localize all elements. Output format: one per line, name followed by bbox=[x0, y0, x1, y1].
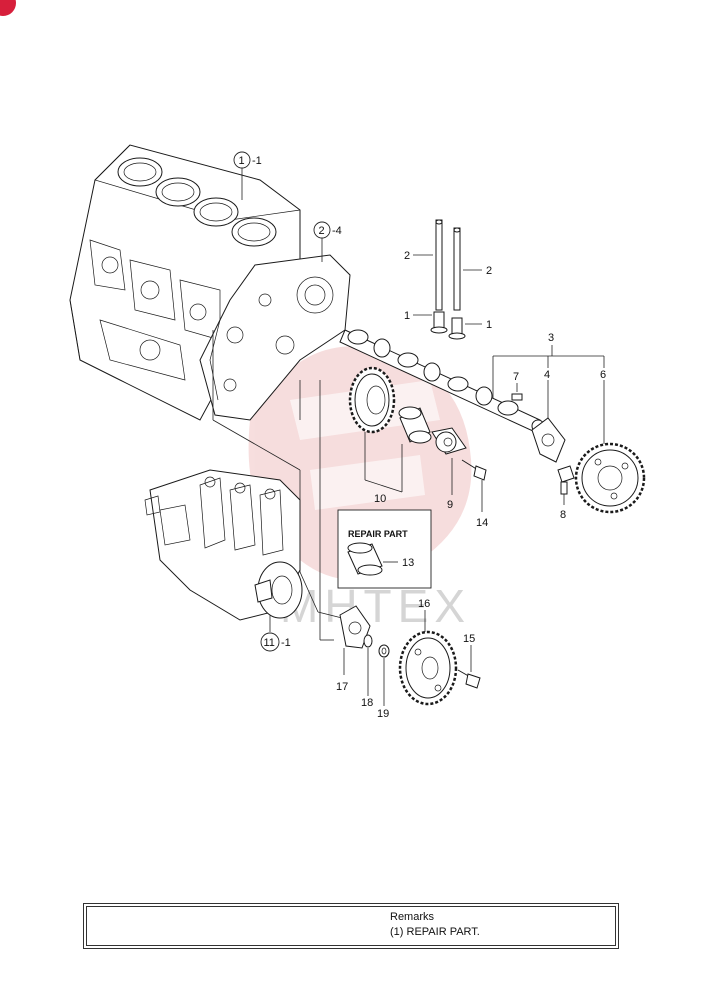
label-9: 9 bbox=[447, 499, 453, 511]
tappets bbox=[413, 311, 482, 340]
label-17: 17 bbox=[336, 681, 348, 693]
label-1-left: 1 bbox=[404, 310, 410, 322]
svg-text:-4: -4 bbox=[332, 225, 342, 237]
svg-text:-1: -1 bbox=[252, 155, 262, 167]
repair-part-box: REPAIR PART bbox=[337, 509, 432, 589]
label-14: 14 bbox=[476, 517, 488, 529]
callout-11: 11 -1 bbox=[260, 632, 291, 652]
svg-text:2: 2 bbox=[319, 225, 325, 237]
injection-pump bbox=[144, 469, 303, 632]
pump-flange-17 bbox=[339, 605, 371, 675]
key-7 bbox=[511, 383, 523, 401]
remarks-item: (1) REPAIR PART. bbox=[390, 926, 480, 938]
corner-badge bbox=[0, 0, 16, 16]
callout-2: 2 -4 bbox=[313, 221, 342, 262]
bushing bbox=[398, 406, 432, 444]
washer-18 bbox=[363, 634, 373, 696]
thrust-plate-4 bbox=[531, 380, 566, 463]
bolt-15 bbox=[457, 645, 481, 689]
remarks-box: Remarks (1) REPAIR PART. bbox=[86, 906, 616, 946]
repair-part-title: REPAIR PART bbox=[348, 529, 408, 539]
pump-gear-16 bbox=[398, 610, 458, 706]
label-15: 15 bbox=[463, 633, 475, 645]
label-16: 16 bbox=[418, 598, 430, 610]
label-2-left: 2 bbox=[404, 250, 410, 262]
label-7: 7 bbox=[513, 371, 519, 383]
camshaft bbox=[339, 329, 545, 433]
label-3: 3 bbox=[548, 332, 554, 344]
label-4: 4 bbox=[544, 369, 550, 381]
bracket-3 bbox=[492, 345, 605, 398]
label-19: 19 bbox=[377, 708, 389, 720]
bracket-10 bbox=[364, 432, 403, 493]
idle-shaft-9 bbox=[431, 427, 467, 495]
label-13: 13 bbox=[402, 557, 414, 569]
bolt-14 bbox=[461, 459, 487, 512]
label-6: 6 bbox=[600, 369, 606, 381]
bolt-8 bbox=[557, 465, 575, 505]
cam-gear-6 bbox=[574, 380, 646, 514]
nut-19 bbox=[378, 644, 390, 706]
remarks-title: Remarks bbox=[390, 911, 435, 923]
svg-text:-1: -1 bbox=[281, 637, 291, 649]
push-rods bbox=[413, 219, 482, 311]
watermark-text: MHTEX bbox=[280, 580, 471, 632]
cylinder-block bbox=[69, 144, 301, 421]
svg-text:1: 1 bbox=[239, 155, 245, 167]
svg-text:11: 11 bbox=[264, 637, 275, 649]
label-18: 18 bbox=[361, 697, 373, 709]
label-8: 8 bbox=[560, 509, 566, 521]
idle-gear-10 bbox=[348, 366, 396, 434]
assembly-leaders bbox=[212, 330, 351, 641]
label-2-right: 2 bbox=[486, 265, 492, 277]
label-1-right: 1 bbox=[486, 319, 492, 331]
callout-1: 1 -1 bbox=[233, 151, 262, 200]
label-10: 10 bbox=[374, 493, 386, 505]
gasket-plate bbox=[199, 254, 351, 421]
